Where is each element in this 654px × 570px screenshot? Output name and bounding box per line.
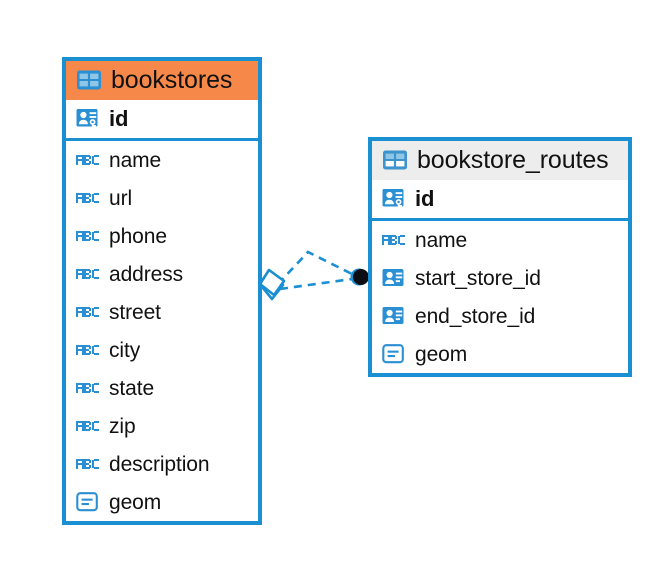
column-row-geom[interactable]: geom (372, 335, 628, 373)
column-row-id[interactable]: id (372, 180, 628, 218)
text-abc-icon (76, 266, 100, 282)
column-name: phone (109, 224, 167, 248)
column-name: start_store_id (415, 266, 541, 290)
column-row-city[interactable]: city (66, 331, 258, 369)
column-name: state (109, 376, 155, 400)
text-abc-icon (76, 304, 100, 320)
column-row-geom[interactable]: geom (66, 483, 258, 521)
column-name: city (109, 338, 141, 362)
column-row-name[interactable]: name (66, 141, 258, 179)
entity-bookstores[interactable]: bookstores (62, 57, 262, 526)
text-abc-icon (382, 232, 406, 248)
table-grid-icon (76, 69, 102, 91)
column-row-state[interactable]: state (66, 369, 258, 407)
text-abc-icon (76, 342, 100, 358)
column-name: description (109, 452, 210, 476)
column-row-description[interactable]: description (66, 445, 258, 483)
text-abc-icon (76, 456, 100, 472)
text-abc-icon (76, 418, 100, 434)
column-name: geom (109, 490, 162, 514)
column-list-bookstore-routes: name start_store_id (372, 221, 628, 373)
column-name: id (109, 106, 129, 132)
column-name: id (415, 186, 435, 212)
entity-title: bookstores (111, 66, 233, 94)
column-name: street (109, 300, 161, 324)
geometry-icon (76, 491, 100, 513)
entity-header-bookstore-routes[interactable]: bookstore_routes (372, 141, 628, 181)
column-row-end-store-id[interactable]: end_store_id (372, 297, 628, 335)
table-grid-icon (382, 149, 408, 171)
text-abc-icon (76, 380, 100, 396)
entity-bookstore-routes[interactable]: bookstore_routes (368, 137, 632, 378)
geometry-icon (382, 343, 406, 365)
filled-circle-marker (350, 268, 369, 286)
column-name: end_store_id (415, 304, 536, 328)
relationship-line-upper (277, 250, 357, 285)
foreign-key-icon (382, 267, 406, 289)
column-row-phone[interactable]: phone (66, 217, 258, 255)
column-row-start-store-id[interactable]: start_store_id (372, 259, 628, 297)
column-row-name[interactable]: name (372, 221, 628, 259)
foreign-key-icon (382, 305, 406, 327)
text-abc-icon (76, 152, 100, 168)
column-name: name (415, 228, 468, 252)
column-name: url (109, 186, 133, 210)
column-row-street[interactable]: street (66, 293, 258, 331)
column-name: zip (109, 414, 136, 438)
entity-header-bookstores[interactable]: bookstores (66, 61, 258, 101)
column-row-address[interactable]: address (66, 255, 258, 293)
text-abc-icon (76, 228, 100, 244)
column-row-id[interactable]: id (66, 100, 258, 138)
entity-title: bookstore_routes (417, 146, 609, 174)
primary-key-section: id (66, 100, 258, 142)
primary-key-icon (76, 108, 100, 130)
text-abc-icon (76, 190, 100, 206)
column-row-zip[interactable]: zip (66, 407, 258, 445)
primary-key-icon (382, 188, 406, 210)
column-name: address (109, 262, 184, 286)
column-row-url[interactable]: url (66, 179, 258, 217)
column-list-bookstores: name u (66, 141, 258, 521)
column-name: name (109, 148, 162, 172)
column-name: geom (415, 342, 468, 366)
diamond-crowsfoot-marker (258, 268, 286, 301)
primary-key-section: id (372, 180, 628, 222)
relationship-line-lower (279, 277, 353, 291)
